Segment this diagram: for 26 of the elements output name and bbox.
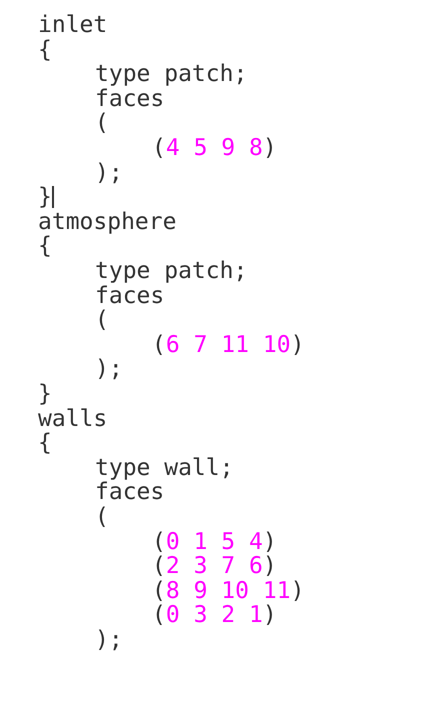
- code-line: type wall;: [95, 456, 234, 480]
- code-line: (2 3 7 6): [152, 554, 277, 578]
- code-line: }: [38, 185, 52, 210]
- code-line: atmosphere: [38, 210, 176, 234]
- code-line: (: [95, 505, 109, 529]
- code-line: faces: [95, 284, 164, 308]
- code-line: (: [95, 111, 109, 136]
- code-line: (8 9 10 11): [152, 578, 304, 603]
- code-line: faces: [95, 480, 164, 504]
- code-line: (: [95, 308, 109, 332]
- code-line: (4 5 9 8): [152, 136, 277, 160]
- code-line: faces: [95, 86, 164, 111]
- code-line: {: [38, 38, 52, 62]
- code-line: (6 7 11 10): [152, 332, 304, 357]
- code-line: type patch;: [95, 259, 248, 283]
- code-line: type patch;: [95, 62, 248, 86]
- code-line: {: [38, 234, 52, 258]
- code-line: );: [95, 160, 123, 185]
- code-line: (0 3 2 1): [152, 603, 277, 628]
- code-line: inlet: [38, 13, 108, 37]
- code-line: (0 1 5 4): [152, 530, 277, 554]
- code-line: }: [38, 382, 52, 406]
- code-line: {: [38, 431, 52, 456]
- code-line: );: [95, 628, 123, 652]
- code-line: );: [95, 357, 123, 382]
- code-line: walls: [38, 406, 108, 431]
